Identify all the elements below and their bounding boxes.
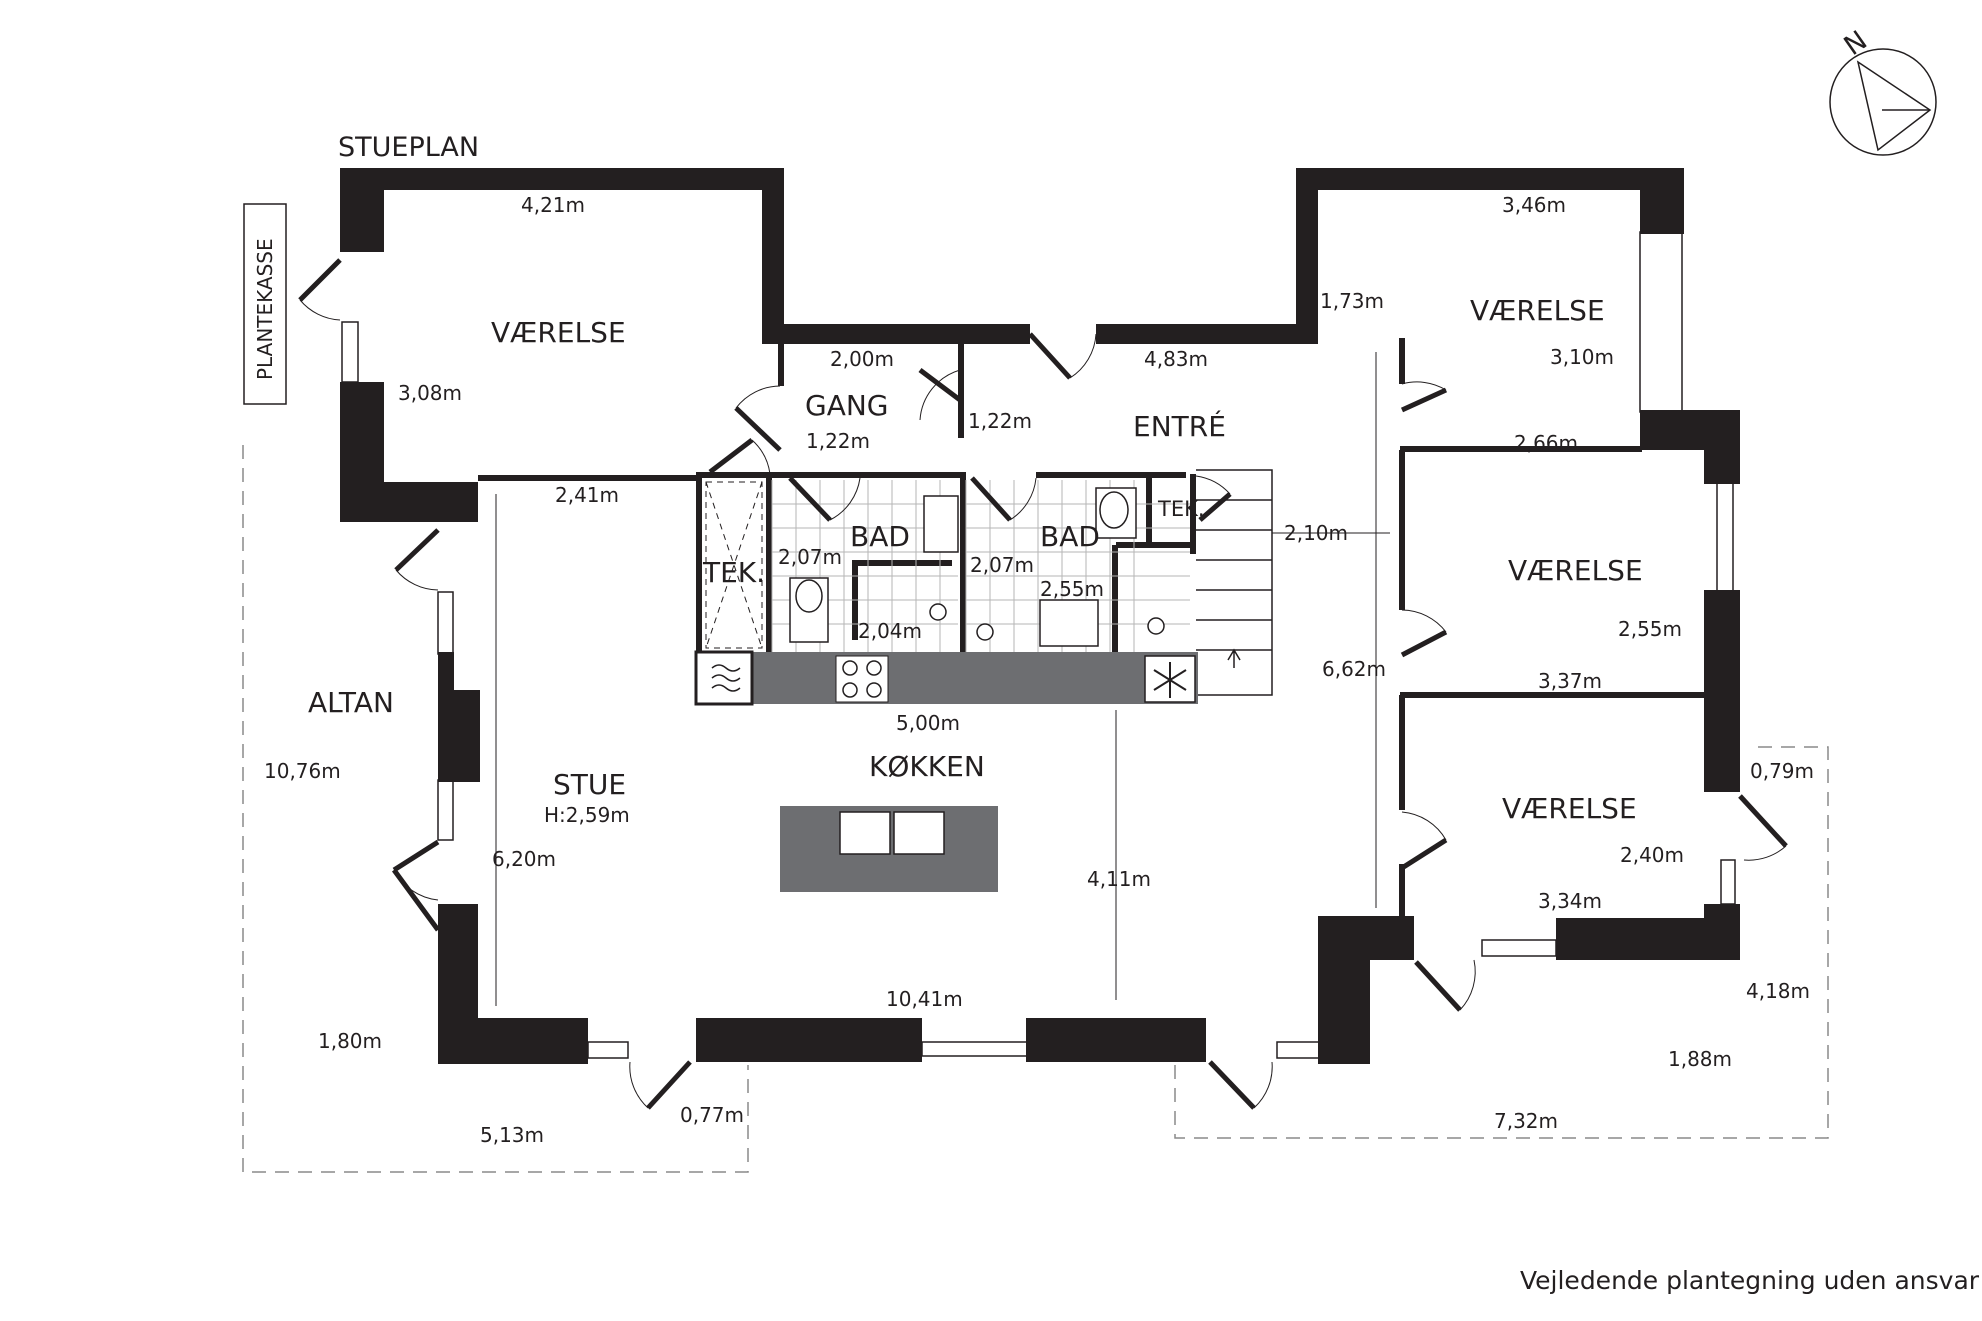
room-label-vaerelse-e: VÆRELSE — [1508, 554, 1643, 587]
room-label-vaerelse-se: VÆRELSE — [1502, 792, 1637, 825]
dim-label: 10,41m — [886, 987, 963, 1011]
dim-label: 1,73m — [1320, 289, 1384, 313]
dim-label: 5,13m — [480, 1123, 544, 1147]
north-label: N — [1839, 25, 1873, 62]
dim-label: 1,88m — [1668, 1047, 1732, 1071]
dim-label: 1,22m — [968, 409, 1032, 433]
room-label-bad-left: BAD — [850, 520, 910, 553]
room-label-koekken: KØKKEN — [869, 750, 985, 783]
dim-label: 6,62m — [1322, 657, 1386, 681]
dim-label: 2,00m — [830, 347, 894, 371]
staircase — [1196, 469, 1273, 696]
plantekasse-label: PLANTEKASSE — [253, 238, 277, 380]
doors — [298, 258, 1788, 1110]
kitchen-counter — [694, 650, 1198, 706]
dim-label: 2,10m — [1284, 521, 1348, 545]
dim-label: 1,22m — [806, 429, 870, 453]
labels: STUEPLAN Vejledende plantegning uden ans… — [253, 25, 1980, 1295]
disclaimer-note: Vejledende plantegning uden ansvar — [1520, 1266, 1980, 1295]
stue-height-label: H:2,59m — [544, 803, 630, 827]
bath-fixtures — [789, 487, 1165, 647]
stair-arrow-icon — [1227, 648, 1241, 668]
dim-label: 0,79m — [1750, 759, 1814, 783]
dim-label: 3,46m — [1502, 193, 1566, 217]
dim-label: 3,10m — [1550, 345, 1614, 369]
dimension-lines — [495, 352, 1390, 1006]
dim-label: 2,40m — [1620, 843, 1684, 867]
dim-label: 3,37m — [1538, 669, 1602, 693]
room-label-tek-left: TEK. — [702, 556, 765, 589]
room-label-altan: ALTAN — [308, 686, 394, 719]
dim-label: 2,07m — [970, 553, 1034, 577]
room-label-stue: STUE — [553, 768, 626, 801]
dim-label: 2,04m — [858, 619, 922, 643]
dim-label: 4,18m — [1746, 979, 1810, 1003]
dim-label: 6,20m — [492, 847, 556, 871]
dim-label: 2,55m — [1618, 617, 1682, 641]
room-label-tek-right: TEK. — [1157, 497, 1205, 521]
room-label-entre: ENTRÉ — [1133, 409, 1226, 443]
room-label-gang: GANG — [805, 389, 889, 422]
windows — [341, 231, 1736, 1059]
dim-label: 2,07m — [778, 545, 842, 569]
dim-label: 5,00m — [896, 711, 960, 735]
dim-label: 1,80m — [318, 1029, 382, 1053]
room-label-vaerelse-nw: VÆRELSE — [491, 316, 626, 349]
snowflake-icon — [1153, 662, 1187, 698]
room-label-bad-right: BAD — [1040, 520, 1100, 553]
exterior-walls — [340, 168, 1740, 1064]
dim-label: 2,41m — [555, 483, 619, 507]
dim-label: 2,66m — [1514, 431, 1578, 455]
dim-label: 0,77m — [680, 1103, 744, 1127]
plantekasse-box — [243, 203, 287, 405]
tek-closet-left — [705, 481, 763, 649]
dim-label: 2,55m — [1040, 577, 1104, 601]
dim-label: 7,32m — [1494, 1109, 1558, 1133]
kitchen-island — [780, 806, 998, 892]
dim-label: 3,34m — [1538, 889, 1602, 913]
north-arrow-icon — [1829, 48, 1937, 156]
dim-label: 4,11m — [1087, 867, 1151, 891]
plan-title: STUEPLAN — [338, 132, 479, 163]
room-label-vaerelse-ne: VÆRELSE — [1470, 294, 1605, 327]
dim-label: 4,21m — [521, 193, 585, 217]
dashed-outlines — [242, 445, 1829, 1173]
dim-label: 10,76m — [264, 759, 341, 783]
dim-label: 4,83m — [1144, 347, 1208, 371]
dim-label: 3,08m — [398, 381, 462, 405]
